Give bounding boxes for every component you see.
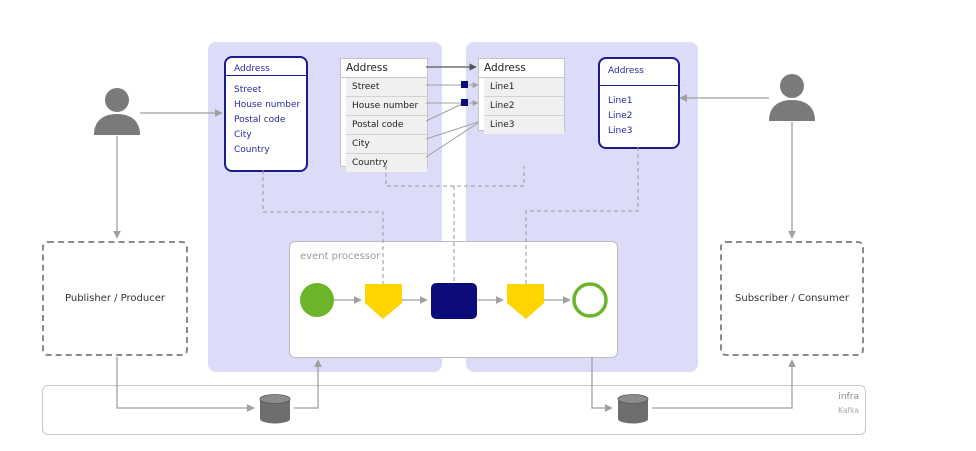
consumer-user-icon [769, 74, 815, 121]
gateway-icon [365, 284, 402, 319]
mapping-source-row[interactable]: Country [346, 154, 427, 172]
mapping-source-title: Address [341, 59, 427, 78]
consumer-address-schema[interactable]: Address Line1 Line2 Line3 [598, 57, 680, 149]
gateway-icon [507, 284, 544, 319]
publisher-schema-fields: Street House number Postal code City Cou… [226, 76, 306, 158]
schema-field: Line3 [608, 126, 633, 136]
schema-field: Country [234, 145, 270, 155]
infra-box: infra Kafka [42, 385, 866, 435]
merge-node-icon [461, 99, 468, 106]
publisher-address-schema[interactable]: Address Street House number Postal code … [224, 56, 308, 172]
schema-field: City [234, 130, 252, 140]
mapping-source-table[interactable]: Address Street House number Postal code … [340, 58, 428, 172]
publisher-producer-box[interactable]: Publisher / Producer [42, 241, 188, 356]
mapping-target-table[interactable]: Address Line1 Line2 Line3 [478, 58, 565, 134]
schema-field: House number [234, 100, 301, 110]
mapping-target-title: Address [479, 59, 564, 78]
publisher-producer-label: Publisher / Producer [65, 293, 165, 304]
publisher-user-icon [94, 88, 140, 135]
subscriber-consumer-label: Subscriber / Consumer [735, 293, 849, 304]
schema-field: Line2 [608, 111, 633, 121]
database-icon [259, 394, 291, 424]
schema-field: Street [234, 85, 262, 95]
mapping-target-row[interactable]: Line3 [484, 116, 564, 134]
task-icon [431, 283, 477, 319]
merge-node-icon [461, 81, 468, 88]
mapping-target-row[interactable]: Line2 [484, 97, 564, 116]
schema-field: Postal code [234, 115, 286, 125]
mapping-target-row[interactable]: Line1 [484, 78, 564, 97]
mapping-source-row[interactable]: Street [346, 78, 427, 97]
start-event-icon [300, 283, 334, 317]
database-icon [617, 394, 649, 424]
mapping-source-row[interactable]: City [346, 135, 427, 154]
mapping-source-row[interactable]: House number [346, 97, 427, 116]
schema-link-lines [262, 147, 639, 284]
kafka-label: Kafka [838, 406, 859, 415]
schema-field: Line1 [608, 96, 633, 106]
consumer-schema-fields: Line1 Line2 Line3 [600, 86, 678, 139]
consumer-schema-title: Address [600, 59, 678, 86]
subscriber-consumer-box[interactable]: Subscriber / Consumer [720, 241, 864, 356]
event-processor-label: event processor [300, 251, 381, 262]
mapping-source-row[interactable]: Postal code [346, 116, 427, 135]
infra-label: infra [838, 392, 859, 402]
infra-flow-lines [116, 357, 796, 412]
process-flow [300, 282, 608, 319]
field-mapping-lines [425, 82, 479, 158]
publisher-schema-title: Address [226, 58, 306, 76]
end-event-icon [572, 282, 608, 318]
